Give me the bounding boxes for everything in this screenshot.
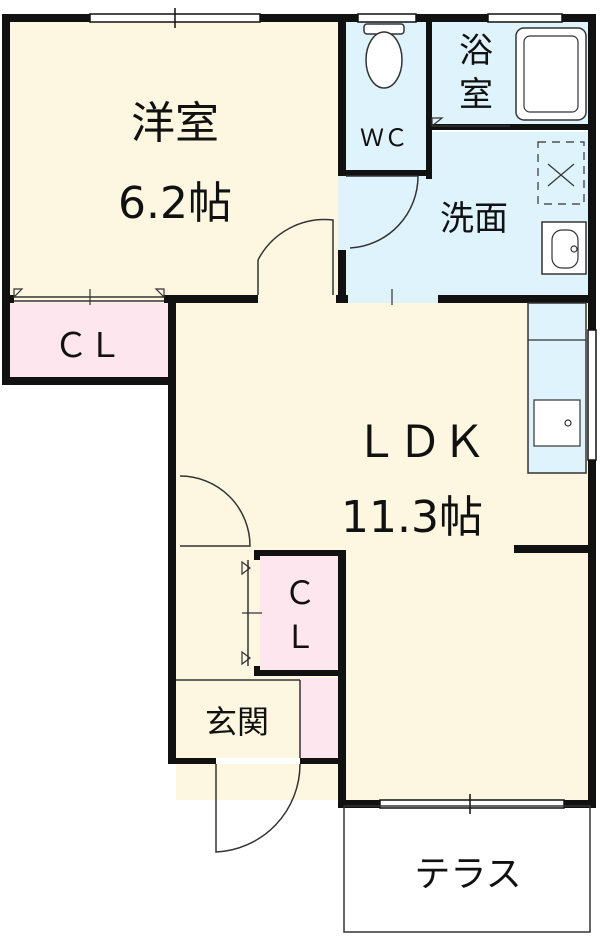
western-room-size: 6.2帖 <box>118 178 232 229</box>
bath-label-line2: 室 <box>459 75 493 115</box>
closet-2-label-line1: Ｃ <box>284 574 316 612</box>
terrace-outline <box>343 805 591 933</box>
closet-2-label-line2: Ｌ <box>284 618 316 656</box>
bathtub-icon <box>515 27 587 121</box>
ldk-size: 11.3帖 <box>341 492 483 543</box>
entrance-closet-floor <box>300 678 338 758</box>
kitchen-counter-icon <box>527 302 587 474</box>
closet-2-floor <box>258 556 338 671</box>
washbasin-icon <box>541 221 587 275</box>
western-room-name: 洋室 <box>131 98 219 149</box>
doors <box>13 117 510 853</box>
bath-label-line1: 浴 <box>459 31 493 71</box>
windows <box>89 8 597 814</box>
ldk-label: ＬＤＫ <box>354 417 486 468</box>
terrace-floor <box>344 806 590 932</box>
terrace-label: テラス <box>414 854 521 895</box>
western-room-floor <box>10 22 340 299</box>
closet-1-label: ＣＬ <box>54 326 122 366</box>
entrance-label: 玄関 <box>205 703 269 741</box>
wc-label: ＷＣ <box>360 124 408 152</box>
toilet-icon <box>363 23 405 89</box>
washroom-label: 洗面 <box>440 199 508 239</box>
washing-machine-space-icon <box>537 141 585 205</box>
closet-1-floor <box>10 299 168 377</box>
